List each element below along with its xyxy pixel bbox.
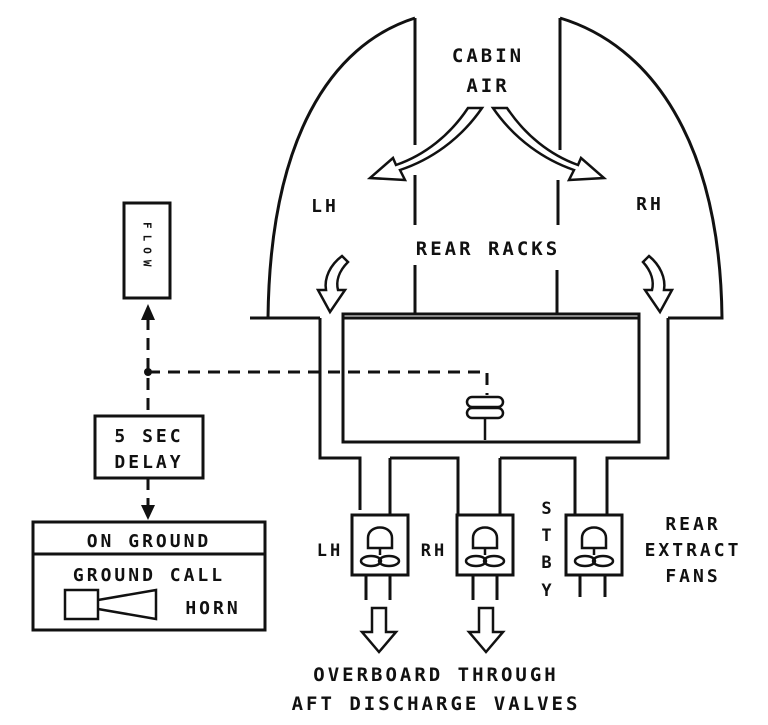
plenum-duct — [250, 312, 670, 515]
flow-indicator-label: FLOW — [141, 222, 154, 273]
stby-label-t: T — [541, 526, 554, 546]
delay-line-1: 5 SEC — [114, 426, 183, 447]
overboard-label-2: AFT DISCHARGE VALVES — [292, 693, 581, 715]
fan-rh-label: RH — [421, 541, 447, 561]
on-ground-label: ON GROUND — [87, 531, 212, 552]
curved-arrow-right-icon — [490, 106, 608, 182]
fan-lh-label: LH — [317, 541, 343, 561]
rh-rack-label: RH — [636, 194, 664, 215]
fan-lh — [350, 513, 410, 600]
lh-rack-label: LH — [311, 196, 339, 217]
fans-label-1: REAR — [665, 514, 720, 535]
flow-indicator-box — [122, 201, 172, 300]
rear-racks-label: REAR RACKS — [416, 238, 560, 260]
cabin-air-arrows — [315, 106, 675, 315]
ground-call-box — [31, 520, 267, 632]
curved-arrow-rh-icon — [641, 254, 675, 315]
curved-arrow-left-icon — [366, 106, 485, 182]
ground-call-label: GROUND CALL — [73, 565, 225, 586]
arrow-down-lh-icon — [359, 606, 399, 654]
horn-icon — [63, 588, 158, 621]
stby-label-b: B — [541, 553, 554, 573]
cabin-outline — [266, 16, 724, 320]
fans-label-2: EXTRACT — [645, 540, 742, 561]
overboard-label-1: OVERBOARD THROUGH — [313, 664, 558, 686]
arrow-up-icon — [141, 304, 155, 320]
fan-rh — [455, 513, 515, 600]
stby-label-s: S — [541, 499, 554, 519]
signal-lines — [141, 304, 489, 520]
fan-stby — [564, 513, 624, 597]
arrow-down-rh-icon — [466, 606, 506, 654]
arrow-down-icon — [141, 505, 155, 520]
cabin-air-label-2: AIR — [466, 75, 509, 97]
fans-label-3: FANS — [665, 566, 720, 587]
flow-sensor-icon — [465, 395, 505, 440]
curved-arrow-lh-icon — [315, 254, 350, 315]
cabin-air-label-1: CABIN — [452, 45, 524, 67]
delay-line-2: DELAY — [114, 452, 183, 473]
delay-box — [93, 414, 205, 480]
stby-label-y: Y — [541, 581, 554, 601]
horn-label: HORN — [185, 598, 240, 619]
